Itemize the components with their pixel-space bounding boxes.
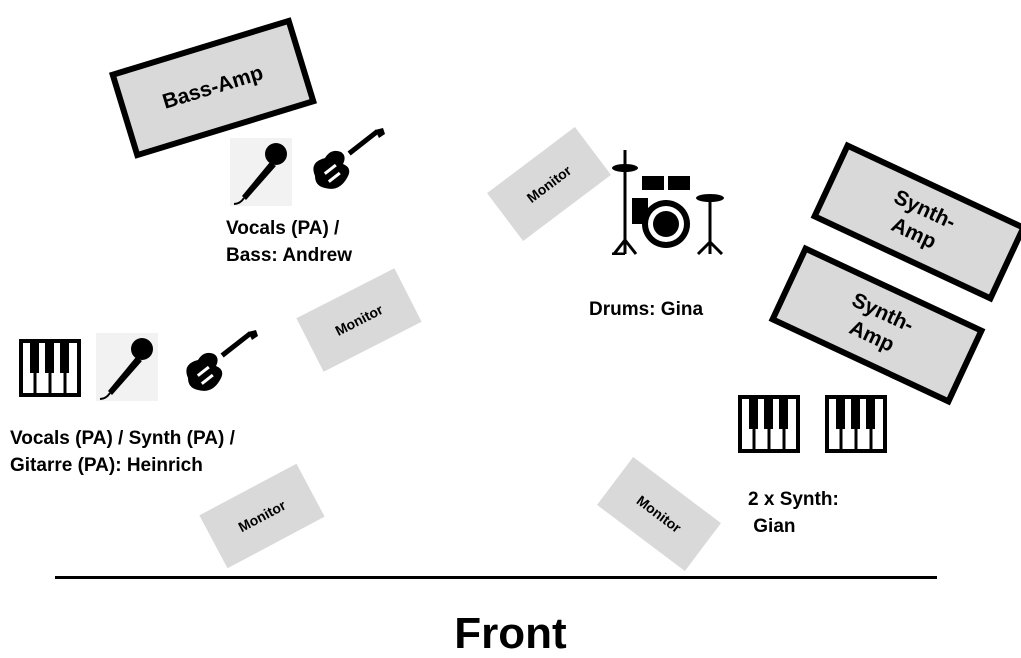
drum-kit-icon <box>610 150 730 256</box>
microphone-icon <box>96 333 158 401</box>
synth-amp-1-label: Synth- Amp <box>887 185 960 254</box>
electric-guitar-icon <box>178 328 260 400</box>
monitor-label: Monitor <box>332 301 386 339</box>
monitor-label: Monitor <box>235 496 289 536</box>
heinrich-label: Vocals (PA) / Synth (PA) / Gitarre (PA):… <box>10 428 235 476</box>
front-line <box>55 576 937 579</box>
front-label: Front <box>454 609 567 658</box>
keyboard-icon <box>825 395 887 453</box>
electric-guitar-icon <box>305 126 387 198</box>
microphone-icon <box>230 138 292 206</box>
monitor-label: Monitor <box>633 492 685 536</box>
monitor-mid-left: Monitor <box>296 268 422 372</box>
bass-amp-label: Bass-Amp <box>159 61 266 114</box>
synth-amp-2-label: Synth- Amp <box>845 288 918 357</box>
gian-label: 2 x Synth: Gian <box>748 489 839 537</box>
monitor-top-center: Monitor <box>487 126 611 242</box>
gina-label: Drums: Gina <box>589 299 704 320</box>
monitor-front-left: Monitor <box>199 463 325 569</box>
keyboard-icon <box>738 395 800 453</box>
andrew-label: Vocals (PA) / Bass: Andrew <box>226 218 352 266</box>
monitor-front-right: Monitor <box>597 456 721 572</box>
monitor-label: Monitor <box>523 162 575 206</box>
keyboard-icon <box>19 339 81 397</box>
